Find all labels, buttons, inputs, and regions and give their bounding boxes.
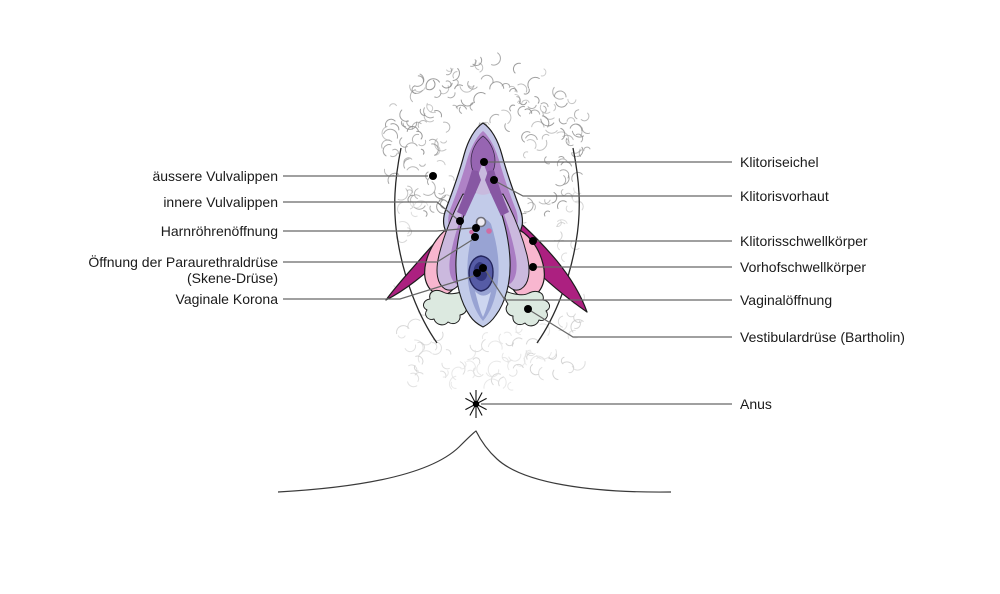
- leader-line-oeffnung-der-paraurethraldruese: [283, 239, 473, 263]
- gluteal-fold-curve: [277, 430, 672, 493]
- frenulum-band-left: [457, 170, 481, 216]
- leader-line-vaginale-korona: [283, 275, 475, 300]
- leader-line-harnroehrenoeffnung: [283, 227, 473, 232]
- outer-labia-curve-left: [394, 147, 438, 344]
- label-dot-vorhofschwellkoerper: [529, 263, 537, 271]
- leader-line-klitorisvorhaut: [496, 181, 732, 197]
- leader-line-innere-vulvalippen: [283, 201, 458, 220]
- anus-asterisk-marker: [465, 390, 487, 418]
- leader-line-vestibulardruese-bartholin: [530, 310, 732, 338]
- label-dot-vaginale-korona: [473, 269, 481, 277]
- label-dot-vestibulardruese-bartholin: [524, 305, 532, 313]
- outer-labia-curve-right: [536, 147, 580, 344]
- label-dot-oeffnung-der-paraurethraldruese: [471, 233, 479, 241]
- label-dot-klitoriseichel: [480, 158, 488, 166]
- anatomy-shapes: [277, 122, 672, 493]
- leader-lines: [283, 158, 732, 418]
- label-dot-vaginaloeffnung: [479, 264, 487, 272]
- label-dot-klitorisschwellkoerper: [529, 237, 537, 245]
- label-dot-harnroehrenoeffnung: [472, 224, 480, 232]
- small-openings: [469, 216, 492, 235]
- paraurethral-opening-right: [486, 228, 492, 234]
- label-dot-klitorisvorhaut: [490, 176, 498, 184]
- paraurethral-opening-left: [469, 229, 474, 235]
- vestibule-highlight: [475, 291, 491, 317]
- label-dot-innere-vulvalippen: [456, 217, 464, 225]
- leader-line-vaginaloeffnung: [485, 270, 732, 301]
- label-dot-aeussere-vulvalippen: [429, 172, 437, 180]
- urethral-opening: [475, 216, 487, 228]
- pubic-hair-texture: [381, 52, 591, 391]
